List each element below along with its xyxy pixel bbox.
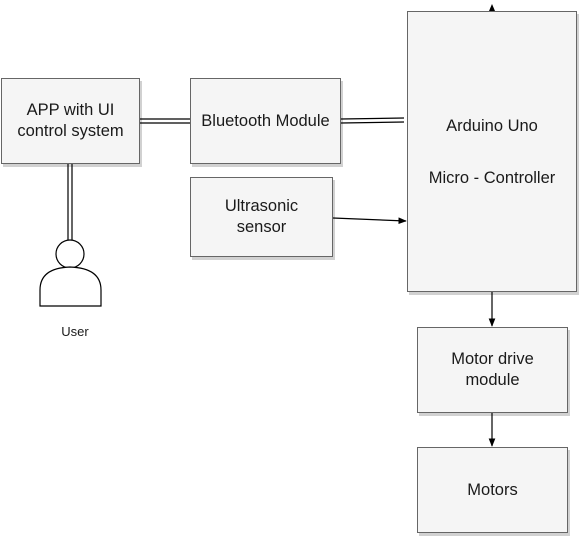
motor-drive-module-block: Motor drive module xyxy=(417,327,568,413)
motors-block: Motors xyxy=(417,447,568,533)
app-bluetooth-link xyxy=(140,118,190,124)
app-ui-control-block: APP with UI control system xyxy=(1,78,140,164)
ultrasonic-sensor-block: Ultrasonic sensor xyxy=(190,177,333,257)
arduino-uno-label: Arduino Uno Micro - Controller xyxy=(428,116,556,187)
bluetooth-module-block: Bluetooth Module xyxy=(190,78,341,164)
ultrasonic-arduino-arrow xyxy=(332,217,407,225)
motor-drive-module-label: Motor drive module xyxy=(451,350,534,389)
arduino-uno-block: Arduino Uno Micro - Controller xyxy=(407,11,577,292)
user-label: User xyxy=(61,324,89,339)
motors-label: Motors xyxy=(467,480,518,499)
bluetooth-arduino-link xyxy=(340,117,405,124)
app-user-link xyxy=(67,164,73,241)
ultrasonic-sensor-label: Ultrasonic sensor xyxy=(224,197,299,236)
arduino-top-arrowhead xyxy=(489,4,495,11)
bluetooth-module-label: Bluetooth Module xyxy=(201,111,330,130)
user-icon xyxy=(39,239,102,307)
app-ui-control-label: APP with UI control system xyxy=(17,101,124,140)
